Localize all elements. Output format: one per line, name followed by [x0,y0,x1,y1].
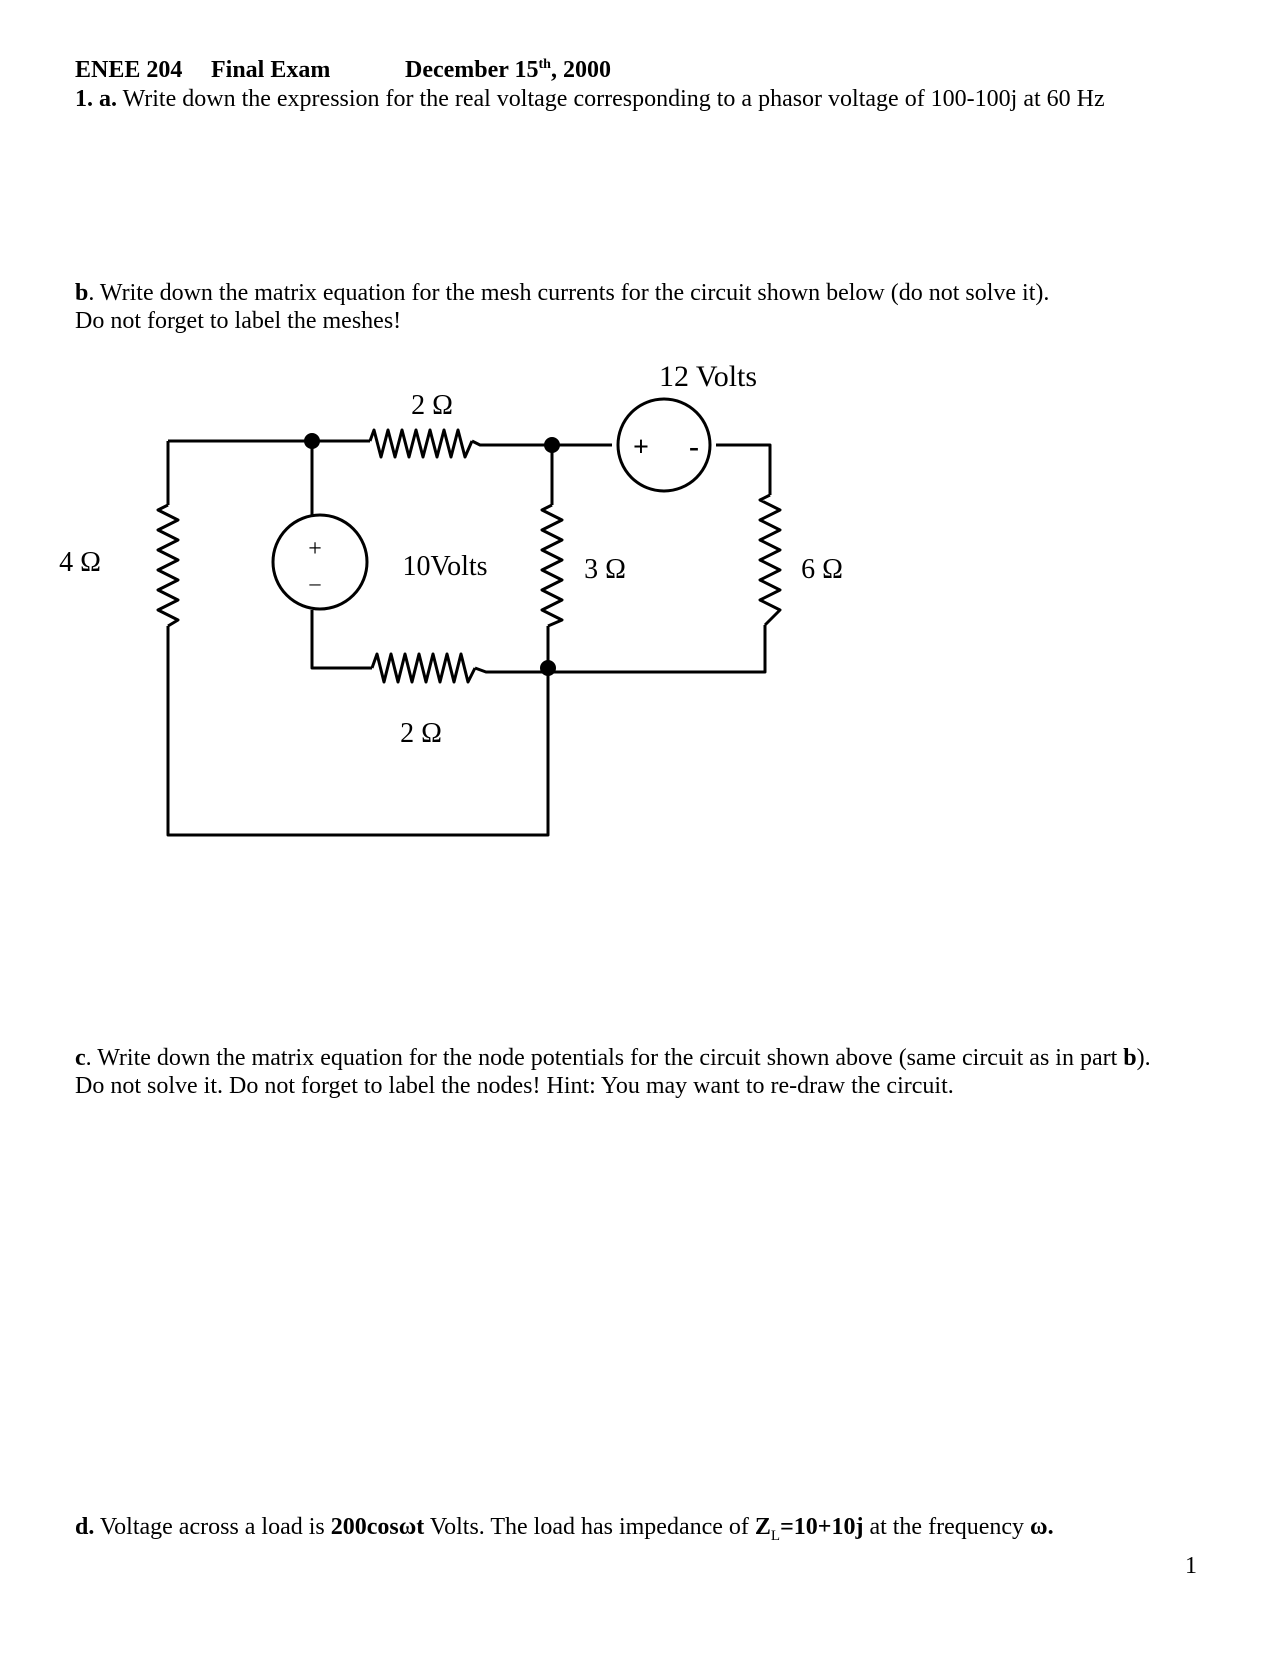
omega-symbol: ω. [1030,1514,1054,1540]
question-text: . Write down the matrix equation for the… [85,1045,1124,1071]
exam-date: December 15th, 2000 [405,57,611,83]
wire-src10-bottom [310,610,372,670]
wire-top-mid [471,439,612,447]
question-1c: c. Write down the matrix equation for th… [75,1045,1151,1072]
question-label: d. [75,1514,95,1540]
label-4ohm: 4 Ω [59,547,101,578]
wire-left-vertical-bottom [166,626,550,837]
question-label: b [75,280,89,306]
voltage-source-10v [271,513,369,611]
question-1c-line2: Do not solve it. Do not forget to label … [75,1073,954,1099]
impedance-symbol: Z [754,1514,771,1540]
question-text-end: ). [1136,1045,1151,1071]
question-1a: 1. a. Write down the expression for the … [75,86,1105,113]
minus-sign-12v: - [689,430,699,463]
minus-sign-10v: – [309,570,322,595]
label-2ohm-bottom: 2 Ω [400,718,442,749]
exam-title: Final Exam [211,57,331,83]
question-1d: d. Voltage across a load is 200cosωt Vol… [75,1514,1054,1544]
junction-dot [304,433,320,449]
wire-top-right [716,443,772,495]
label-12-volts: 12 Volts [659,360,757,393]
question-text: . Write down the matrix equation for the… [88,280,1050,306]
question-label: c [75,1045,86,1071]
label-10-volts: 10Volts [402,551,487,582]
plus-sign-12v: + [633,432,649,463]
plus-sign-10v: + [308,536,322,562]
resistor-3ohm-mid [540,503,564,628]
question-number: 1. a. [75,86,117,112]
question-1b-line2: Do not forget to label the meshes! [75,308,402,334]
junction-dot [540,660,556,676]
impedance-value: =10+10j [780,1514,864,1540]
resistor-4ohm-left [156,503,180,628]
circuit-diagram: 2 Ω 2 Ω 4 Ω 3 Ω 6 Ω 10Volts 12 Volts + –… [59,360,843,837]
course-code: ENEE 204 [75,57,183,83]
question-text: Write down the expression for the real v… [117,86,1105,112]
label-2ohm-top: 2 Ω [411,390,453,421]
voltage-expression: 200cosωt [330,1514,425,1540]
question-1b: b. Write down the matrix equation for th… [75,280,1049,307]
page-number: 1 [1185,1553,1197,1579]
label-3ohm: 3 Ω [584,554,626,585]
label-6ohm: 6 Ω [801,554,843,585]
resistor-6ohm-right [758,493,782,627]
part-reference: b [1123,1045,1137,1071]
wire-bottom-mid [474,625,767,674]
junction-dot [544,437,560,453]
voltage-source-12v [616,397,712,493]
exam-header: ENEE 204 Final Exam December 15th, 2000 [75,57,775,87]
resistor-2ohm-bottom [370,652,477,684]
resistor-2ohm-top [368,428,474,459]
